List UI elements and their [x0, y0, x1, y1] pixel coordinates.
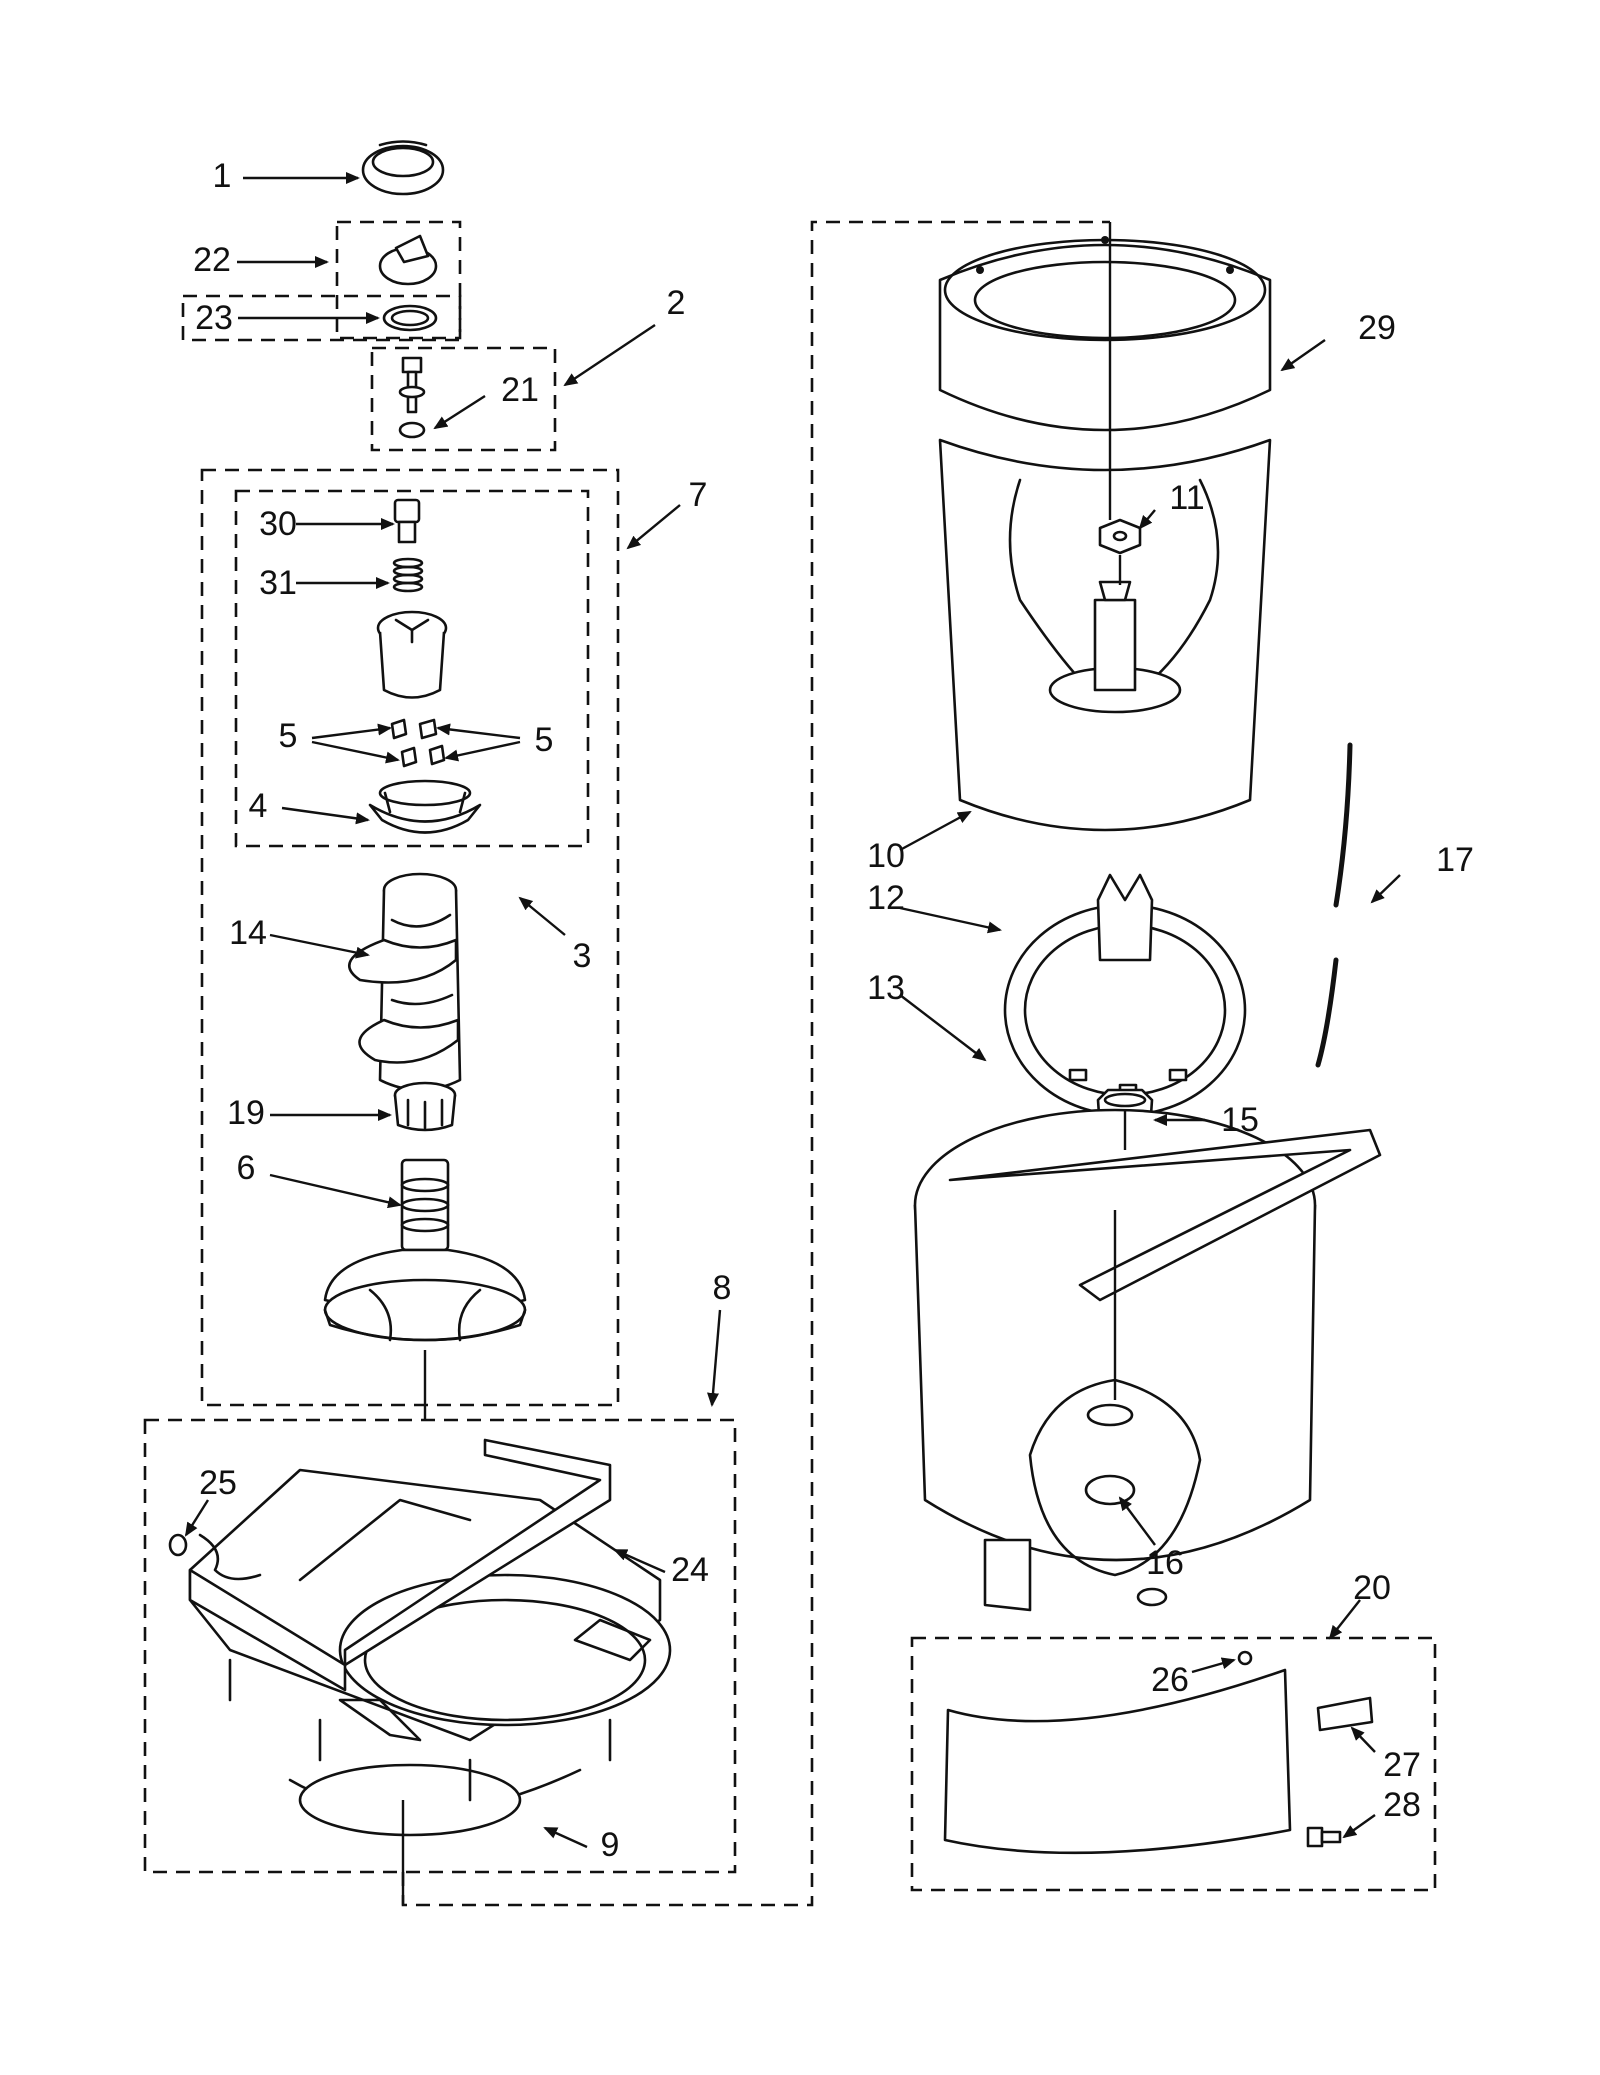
- callout-4: 4: [249, 787, 268, 825]
- callout-9: 9: [601, 1826, 620, 1864]
- callout-5-right: 5: [535, 721, 554, 759]
- callout-21: 21: [501, 371, 539, 409]
- callout-1: 1: [213, 157, 232, 195]
- callout-16: 16: [1146, 1544, 1184, 1582]
- part-12-basket-drive: [1003, 873, 1247, 1117]
- callout-2: 2: [667, 284, 686, 322]
- group-box-20: [910, 1636, 1437, 1892]
- callout-31: 31: [259, 564, 297, 602]
- callout-28: 28: [1383, 1786, 1421, 1824]
- callout-22: 22: [193, 241, 231, 279]
- group-box-3: [234, 489, 590, 848]
- group-box-outer: [401, 220, 1110, 1907]
- callout-13: 13: [867, 969, 905, 1007]
- callout-5-left: 5: [279, 717, 298, 755]
- part-28-screw: [1306, 1826, 1342, 1848]
- callout-14: 14: [229, 914, 267, 952]
- part-30-cam: [393, 498, 421, 544]
- part-17-hose: [1315, 742, 1353, 1068]
- part-21-bolt: [398, 356, 426, 439]
- callout-3: 3: [573, 937, 592, 975]
- callout-11: 11: [1169, 479, 1204, 517]
- callout-15: 15: [1221, 1101, 1259, 1139]
- leader-arrows: [184, 172, 1401, 1849]
- part-4-dog-retainer: [368, 779, 482, 834]
- part-26-nut: [1237, 1650, 1253, 1666]
- part-1-agitator-cap: [361, 140, 445, 196]
- part-cam-housing: [376, 610, 448, 699]
- callout-30: 30: [259, 505, 297, 543]
- group-box-2: [370, 346, 557, 452]
- callout-26: 26: [1151, 1661, 1189, 1699]
- part-5-agitator-dogs: [390, 718, 446, 768]
- part-25-clip: [168, 1533, 262, 1581]
- group-box-23: [181, 294, 462, 342]
- part-22-cap-insert: [378, 234, 438, 286]
- callout-25: 25: [199, 1464, 237, 1502]
- part-11-nut: [1098, 518, 1142, 555]
- part-24-bracket: [188, 1438, 612, 1692]
- part-20-insulation-panel: [943, 1668, 1292, 1855]
- callout-labels: 1 2 3 4 5 5 6 7 8 9 10 11 12 13 14 15 16…: [193, 157, 1474, 1864]
- group-boxes: [143, 220, 1437, 1907]
- group-box-22: [335, 220, 462, 340]
- part-9-base-frame: [188, 1468, 672, 1837]
- callout-8: 8: [713, 1269, 732, 1307]
- part-6-drive-hub: [323, 1158, 527, 1342]
- part-14-auger: [348, 872, 462, 1092]
- callout-29: 29: [1358, 309, 1396, 347]
- part-19-drive-bell: [393, 1081, 457, 1132]
- part-10-spin-basket: [938, 438, 1272, 832]
- group-box-7: [200, 468, 620, 1407]
- callout-6: 6: [237, 1149, 256, 1187]
- callout-19: 19: [227, 1094, 265, 1132]
- group-box-8: [143, 1418, 737, 1874]
- part-23-seal-ring: [382, 304, 438, 332]
- part-31-spring: [392, 557, 424, 593]
- callout-10: 10: [867, 837, 905, 875]
- assembly-lines: [401, 222, 1127, 1905]
- callout-24: 24: [671, 1551, 709, 1589]
- callout-17: 17: [1436, 841, 1474, 879]
- part-29-balance-ring: [938, 236, 1272, 432]
- callout-23: 23: [195, 299, 233, 337]
- callout-12: 12: [867, 879, 905, 917]
- callout-7: 7: [689, 476, 708, 514]
- part-27-plate: [1316, 1696, 1374, 1732]
- callout-20: 20: [1353, 1569, 1391, 1607]
- callout-27: 27: [1383, 1746, 1421, 1784]
